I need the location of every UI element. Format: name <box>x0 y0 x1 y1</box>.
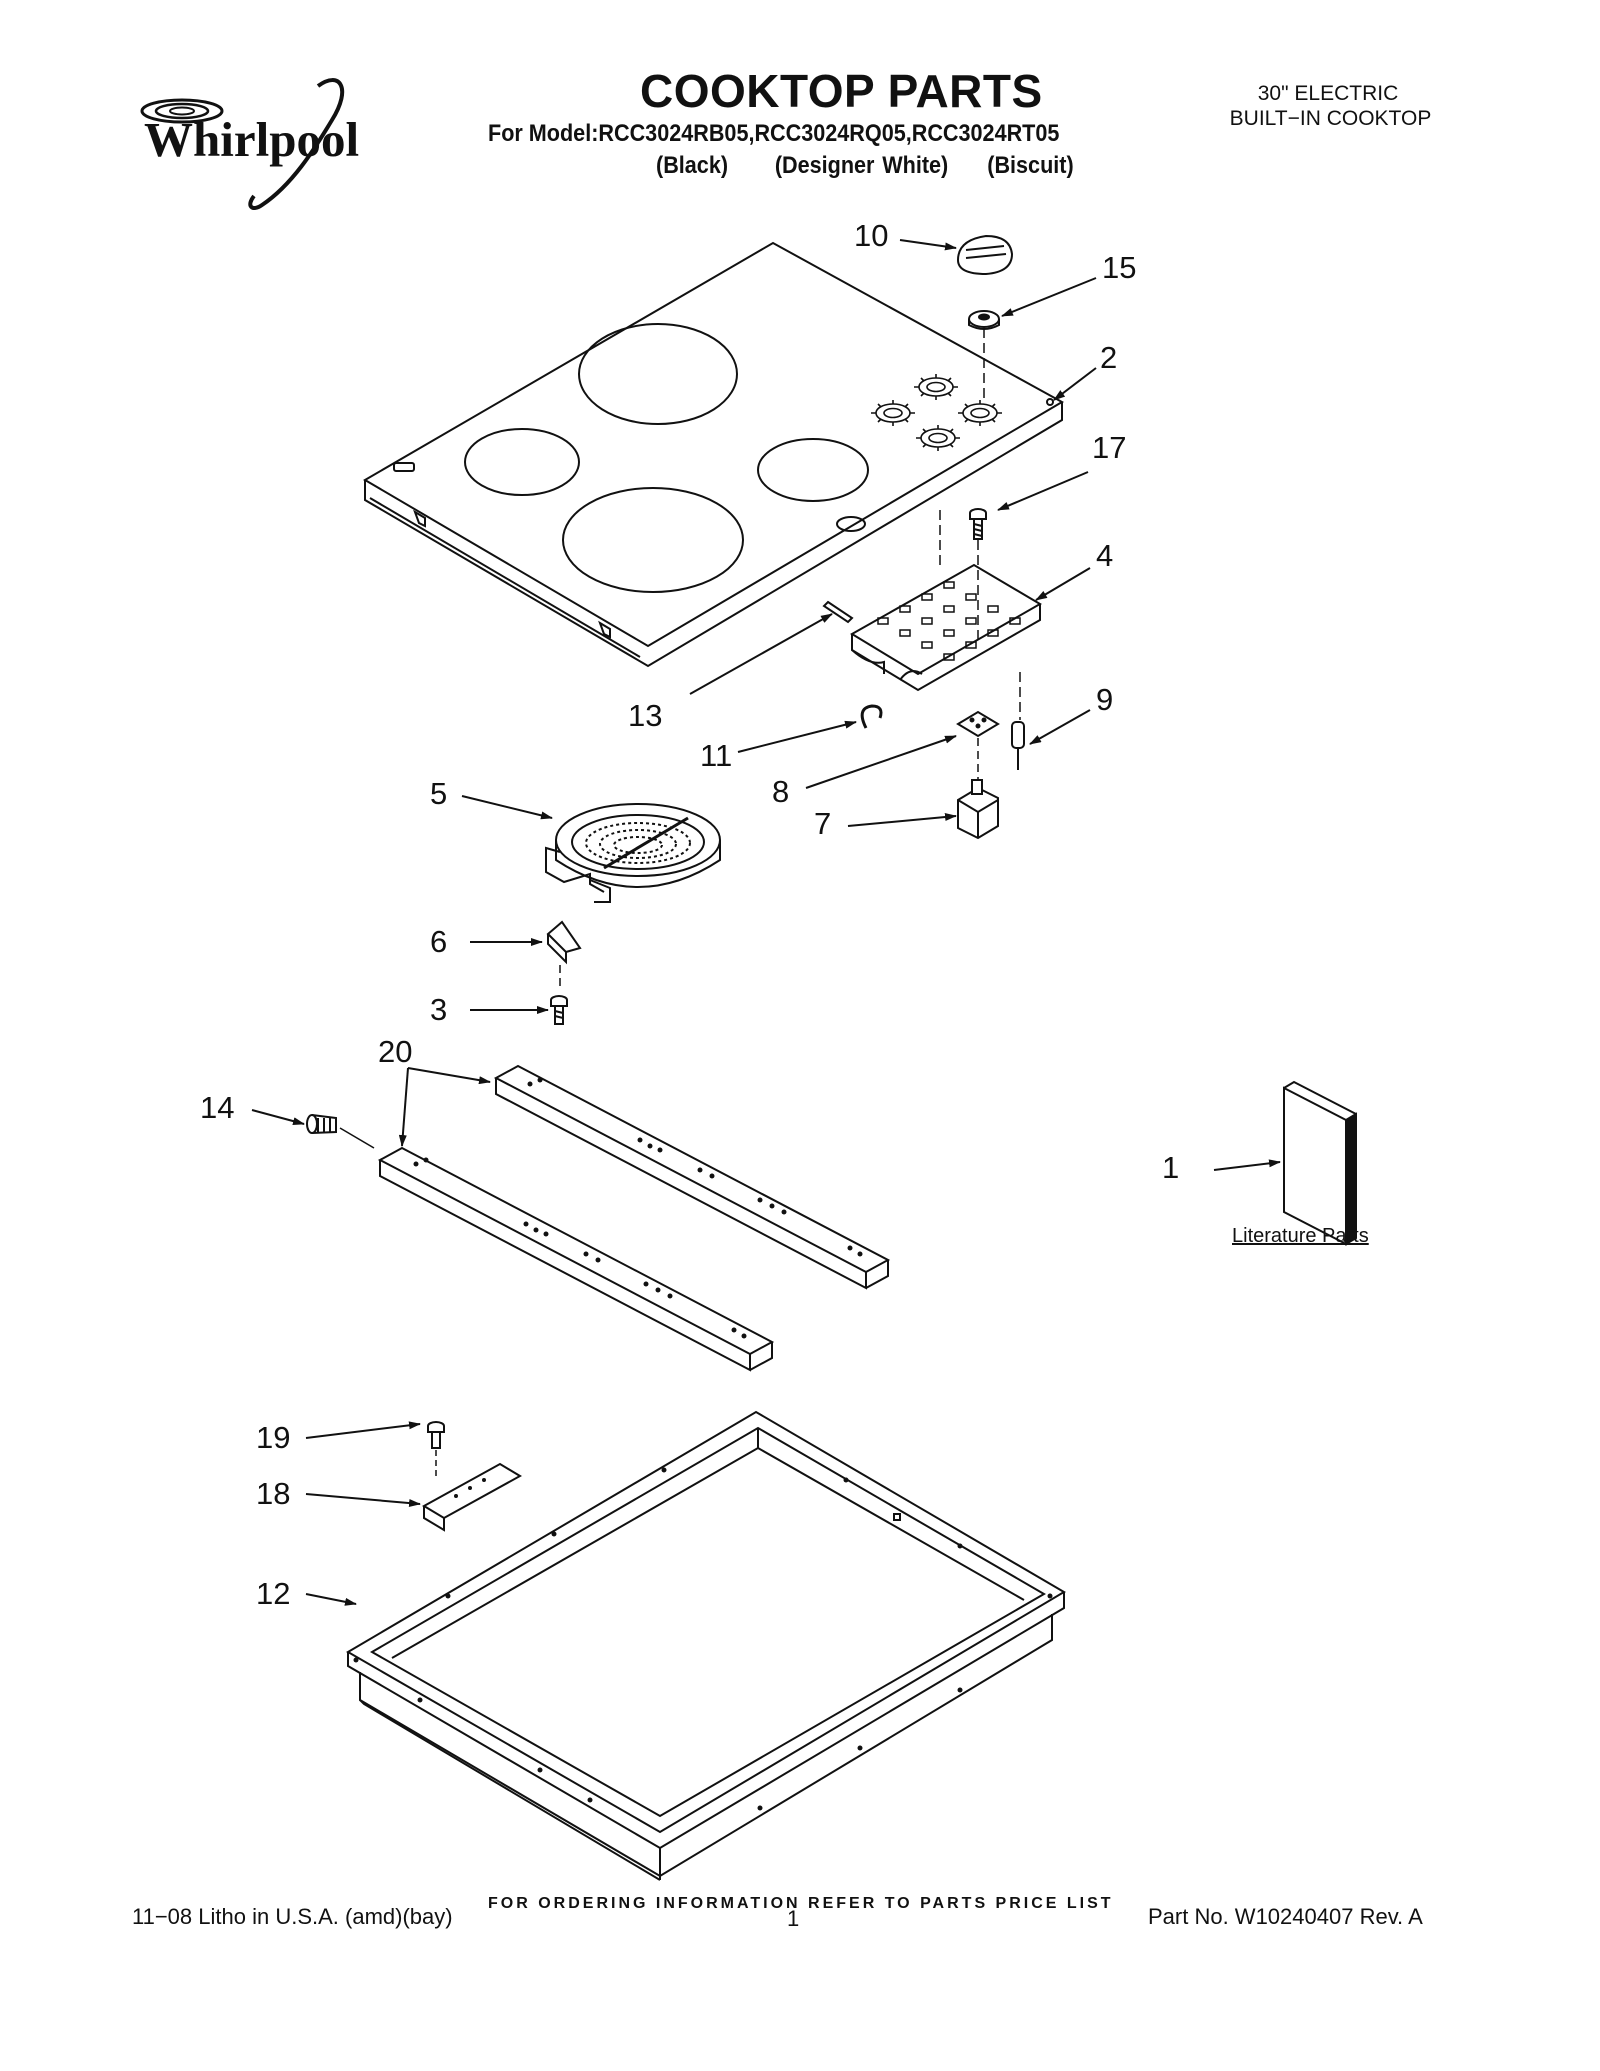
callout-2: 2 <box>1100 340 1118 375</box>
callout-3: 3 <box>430 992 448 1027</box>
element-screw <box>550 995 568 1025</box>
whirlpool-logo-text: Whirlpool <box>144 112 359 167</box>
callout-10: 10 <box>854 218 889 253</box>
callout-6: 6 <box>430 924 448 959</box>
part-number: Part No. W10240407 Rev. A <box>1148 1904 1423 1929</box>
bracket-screw <box>969 508 987 540</box>
control-knob <box>956 234 1014 276</box>
element-bracket <box>546 920 582 965</box>
callout-18: 18 <box>256 1476 291 1511</box>
callout-15: 15 <box>1102 250 1137 285</box>
insulation-strip <box>822 600 854 624</box>
literature-parts-label: Literature Parts <box>1232 1225 1369 1247</box>
knob-washer <box>968 310 1000 330</box>
switch-plate <box>956 710 1000 738</box>
model-colors: (Black) (Designer White) (Biscuit) <box>656 152 1074 179</box>
infinite-switch <box>957 779 999 840</box>
cooktop-glass-top <box>363 241 1065 668</box>
page-title: COOKTOP PARTS <box>640 65 1043 117</box>
callout-14: 14 <box>200 1090 235 1125</box>
control-bracket <box>850 563 1042 692</box>
callout-19: 19 <box>256 1420 291 1455</box>
pan-bracket-screw <box>427 1421 445 1449</box>
callout-20: 20 <box>378 1034 413 1069</box>
page-number: 1 <box>787 1906 800 1931</box>
callout-leader-lines <box>251 239 1281 1606</box>
product-type-line2: BUILT−IN COOKTOP <box>1229 107 1432 130</box>
wire-connector <box>1011 721 1025 770</box>
callout-4: 4 <box>1096 538 1114 573</box>
support-rail-lower <box>377 1146 775 1372</box>
ordering-note: FOR ORDERING INFORMATION REFER TO PARTS … <box>488 1895 1114 1912</box>
callout-7: 7 <box>814 806 832 841</box>
pan-mounting-bracket <box>421 1462 523 1532</box>
radiant-surface-element <box>545 803 721 903</box>
control-knob-graphics <box>871 374 1002 451</box>
callout-8: 8 <box>772 774 790 809</box>
litho-info: 11−08 Litho in U.S.A. (amd)(bay) <box>132 1904 453 1929</box>
callout-13: 13 <box>628 698 663 733</box>
literature-booklet <box>1283 1080 1357 1246</box>
callout-1: 1 <box>1162 1150 1180 1185</box>
product-type-line1: 30" ELECTRIC <box>1257 82 1399 105</box>
model-numbers: For Model:RCC3024RB05,RCC3024RQ05,RCC302… <box>488 120 1060 147</box>
callout-5: 5 <box>430 776 448 811</box>
callout-9: 9 <box>1096 682 1114 717</box>
callout-17: 17 <box>1092 430 1127 465</box>
support-rail-upper <box>493 1064 891 1290</box>
cooktop-pan-frame <box>346 1410 1066 1881</box>
callout-12: 12 <box>256 1576 291 1611</box>
rail-screw <box>306 1114 337 1134</box>
wire-clip <box>860 704 883 729</box>
callout-11: 11 <box>700 738 733 773</box>
